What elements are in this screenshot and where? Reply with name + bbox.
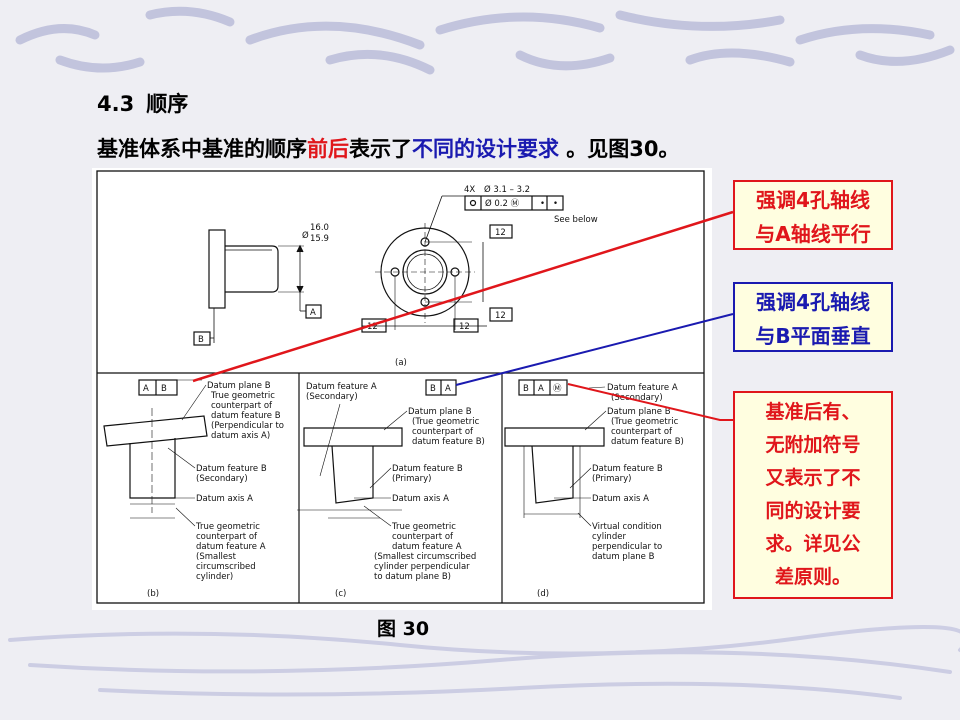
panel-d-label: (d) — [537, 589, 549, 599]
figure-caption: 图 30 — [377, 618, 430, 640]
shaft-dia-top: 16.0 — [310, 223, 329, 233]
subtitle-part5: 。见图30。 — [559, 137, 680, 161]
panel-d-note1-l2: (Secondary) — [611, 393, 663, 403]
panel-c-note5-l2: counterpart of — [392, 532, 454, 542]
panel-d-note2-l1: Datum plane B — [607, 407, 671, 417]
panel-d-note2-l3: counterpart of — [611, 427, 673, 437]
panel-c-note3-l2: (Primary) — [392, 474, 431, 484]
panel-d-note3-l1: Datum feature B — [592, 464, 663, 474]
diameter-symbol: Ø — [302, 230, 309, 241]
panel-c-note1-l1: Datum feature A — [306, 382, 377, 392]
callout-c-line5: 求。详见公 — [765, 533, 861, 555]
panel-c-note5-l3: datum feature A — [392, 542, 462, 552]
panel-b-note2-l1: Datum feature B — [196, 464, 267, 474]
panel-c-note5-l4: (Smallest circumscribed — [374, 552, 476, 562]
callout-modifier-note: 基准后有、 无附加符号 又表示了不 同的设计要 求。详见公 差原则。 — [733, 391, 893, 599]
panel-c-frame-2: A — [445, 384, 451, 394]
dim-12-bottom-left: 12 — [367, 322, 378, 332]
callout-perpendicular-note: 强调4孔轴线 与B平面垂直 — [733, 282, 893, 352]
panel-c-label: (c) — [335, 589, 346, 599]
panel-d-frame-2: A — [538, 384, 544, 394]
callout-parallel-note: 强调4孔轴线 与A轴线平行 — [733, 180, 893, 250]
panel-d-note5-l4: datum plane B — [592, 552, 655, 562]
panel-c-note2-l1: Datum plane B — [408, 407, 472, 417]
callout-a-line2: 与A轴线平行 — [755, 222, 871, 246]
panel-c-note5-l6: to datum plane B) — [374, 572, 451, 582]
panel-a-label: (a) — [395, 358, 407, 368]
callout-c-line3: 又表示了不 — [765, 467, 861, 489]
panel-c-frame-1: B — [430, 384, 436, 394]
panel-d-note3-l2: (Primary) — [592, 474, 631, 484]
panel-d-note5-l1: Virtual condition — [592, 522, 662, 532]
subtitle: 基准体系中基准的顺序前后表示了不同的设计要求 。见图30。 — [97, 133, 680, 163]
section-heading: 4.3 顺序 — [97, 88, 188, 118]
subtitle-highlight-blue: 不同的设计要求 — [412, 137, 559, 161]
section-number: 4.3 — [97, 92, 135, 116]
panel-c-note2-l2: (True geometric — [412, 417, 480, 427]
fcf-tolerance: Ø 0.2 Ⓜ — [485, 198, 520, 209]
panel-b-frame-1: A — [143, 384, 149, 394]
panel-d-note2-l2: (True geometric — [611, 417, 679, 427]
hole-diameter: Ø 3.1 – 3.2 — [484, 184, 530, 195]
panel-b-note4-l3: datum feature A — [196, 542, 266, 552]
see-below-label: See below — [554, 215, 598, 225]
figure-30: 4X Ø 3.1 – 3.2 Ø 0.2 Ⓜ • • See below 16.… — [92, 168, 712, 610]
panel-d-frame-3: Ⓜ — [553, 384, 562, 394]
panel-d-note4: Datum axis A — [592, 494, 649, 504]
callout-c-line1: 基准后有、 — [765, 401, 861, 423]
shaft-dia-bottom: 15.9 — [310, 234, 329, 244]
datum-b-label: B — [198, 335, 204, 345]
panel-b-note1-l6: datum axis A) — [211, 431, 270, 441]
callout-b-line2: 与B平面垂直 — [755, 324, 871, 348]
fcf-bullet: • — [540, 199, 545, 209]
panel-b-note4-l2: counterpart of — [196, 532, 258, 542]
callout-c-line4: 同的设计要 — [765, 500, 861, 522]
callout-c-line6: 差原则。 — [774, 566, 851, 588]
panel-d-note5-l3: perpendicular to — [592, 542, 662, 552]
panel-b-note4-l6: cylinder) — [196, 572, 233, 582]
datum-a-label: A — [310, 308, 316, 318]
figure-drawing: 4X Ø 3.1 – 3.2 Ø 0.2 Ⓜ • • See below 16.… — [96, 170, 705, 604]
pattern-label: 4X — [464, 185, 475, 195]
subtitle-highlight-red: 前后 — [307, 137, 349, 161]
panel-d-note1-l1: Datum feature A — [607, 383, 678, 393]
panel-b-note4-l4: (Smallest — [196, 552, 237, 562]
panel-c-note3-l1: Datum feature B — [392, 464, 463, 474]
panel-c-note5-l1: True geometric — [391, 522, 456, 532]
panel-c-note1-l2: (Secondary) — [306, 392, 358, 402]
fcf-bullet-2: • — [553, 199, 558, 209]
panel-b-note1-l1: Datum plane B — [207, 381, 271, 391]
panel-c-note2-l4: datum feature B) — [412, 437, 485, 447]
callout-b-line1: 强调4孔轴线 — [756, 290, 870, 314]
panel-c-note5-l5: cylinder perpendicular — [374, 562, 470, 572]
panel-b-note4-l1: True geometric — [195, 522, 260, 532]
panel-c-note4: Datum axis A — [392, 494, 449, 504]
callout-a-line1: 强调4孔轴线 — [756, 188, 870, 212]
panel-b-note3: Datum axis A — [196, 494, 253, 504]
panel-b-note2-l2: (Secondary) — [196, 474, 248, 484]
panel-b-note1-l5: (Perpendicular to — [211, 421, 284, 431]
panel-d-note5-l2: cylinder — [592, 532, 626, 542]
panel-b-frame-2: B — [161, 384, 167, 394]
subtitle-part1: 基准体系中基准的顺序 — [97, 137, 307, 161]
dim-12-right-top: 12 — [495, 228, 506, 238]
callout-c-line2: 无附加符号 — [765, 434, 861, 456]
panel-b-note1-l4: datum feature B — [211, 411, 281, 421]
dim-12-bottom-right: 12 — [459, 322, 470, 332]
dim-12-right-bottom: 12 — [495, 311, 506, 321]
panel-b-note1-l3: counterpart of — [211, 401, 273, 411]
panel-d-note2-l4: datum feature B) — [611, 437, 684, 447]
panel-b-note4-l5: circumscribed — [196, 562, 256, 572]
panel-c-note2-l3: counterpart of — [412, 427, 474, 437]
subtitle-part3: 表示了 — [349, 137, 412, 161]
panel-b-label: (b) — [147, 589, 159, 599]
panel-b-note1-l2: True geometric — [210, 391, 275, 401]
section-title: 顺序 — [146, 92, 189, 116]
panel-d-frame-1: B — [523, 384, 529, 394]
